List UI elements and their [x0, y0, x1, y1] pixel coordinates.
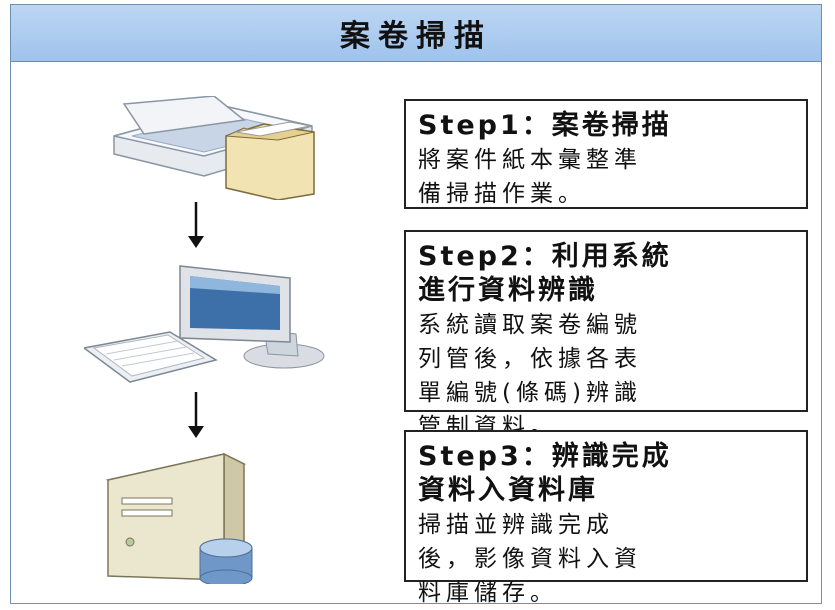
step-desc-line: 列管後，依據各表 — [418, 346, 642, 372]
step-description: 將案件紙本彙整準 備掃描作業。 — [418, 143, 796, 211]
step-title-line: Step1：案卷掃描 — [418, 110, 672, 141]
step-desc-line: 單編號(條碼)辨識 — [418, 380, 642, 406]
step-title: Step2：利用系統 進行資料辨識 — [418, 240, 796, 308]
step-desc-line: 系統讀取案卷編號 — [418, 312, 642, 338]
step-title-line: Step2：利用系統 — [418, 241, 672, 272]
server-database-icon — [105, 452, 253, 584]
scanner-icon — [113, 96, 315, 200]
step-desc-line: 備掃描作業。 — [418, 181, 586, 207]
step-1-box: Step1：案卷掃描 將案件紙本彙整準 備掃描作業。 — [404, 99, 808, 209]
step-description: 掃描並辨識完成 後，影像資料入資 料庫儲存。 — [418, 508, 796, 610]
step-title-line: 資料入資料庫 — [418, 475, 598, 506]
step-desc-line: 掃描並辨識完成 — [418, 512, 614, 538]
step-2-box: Step2：利用系統 進行資料辨識 系統讀取案卷編號 列管後，依據各表 單編號(… — [404, 230, 808, 440]
step-desc-line: 料庫儲存。 — [418, 580, 558, 606]
step-description: 系統讀取案卷編號 列管後，依據各表 單編號(條碼)辨識 管制資料。 — [418, 308, 796, 444]
step-title-line: 進行資料辨識 — [418, 275, 598, 306]
step-title: Step3：辨識完成 資料入資料庫 — [418, 440, 796, 508]
arrow-down-icon — [186, 392, 206, 444]
computer-icon — [84, 265, 325, 383]
title-banner: 案卷掃描 — [10, 4, 822, 62]
step-title-line: Step3：辨識完成 — [418, 441, 672, 472]
step-desc-line: 將案件紙本彙整準 — [418, 147, 642, 173]
step-title: Step1：案卷掃描 — [418, 109, 796, 143]
arrow-down-icon — [186, 202, 206, 254]
banner-title: 案卷掃描 — [340, 19, 492, 54]
step-desc-line: 後，影像資料入資 — [418, 546, 642, 572]
step-3-box: Step3：辨識完成 資料入資料庫 掃描並辨識完成 後，影像資料入資 料庫儲存。 — [404, 430, 808, 606]
